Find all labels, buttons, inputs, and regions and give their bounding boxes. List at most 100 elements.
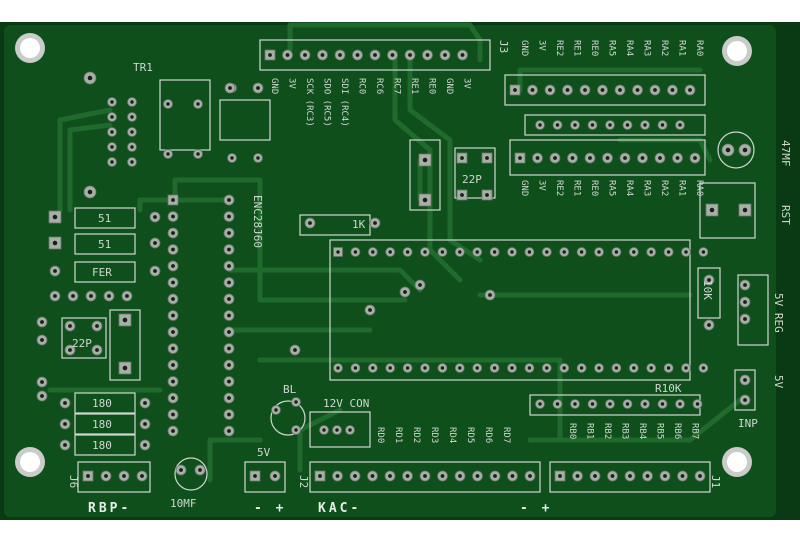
- drill-hole: [709, 207, 715, 213]
- drill-hole: [227, 231, 231, 235]
- pin-label: RB5: [655, 423, 665, 439]
- drill-hole: [171, 214, 175, 219]
- pin-label: RB0: [567, 423, 577, 439]
- drill-hole: [485, 193, 489, 197]
- drill-hole: [153, 215, 157, 219]
- drill-hole: [166, 102, 170, 106]
- drill-hole: [318, 474, 322, 478]
- pin-label: RC7: [392, 78, 402, 94]
- drill-hole: [649, 366, 653, 370]
- drill-hole: [742, 147, 748, 153]
- drill-hole: [701, 366, 706, 370]
- drill-hole: [52, 240, 58, 246]
- drill-hole: [89, 294, 93, 298]
- drill-hole: [610, 474, 615, 478]
- drill-hole: [558, 474, 562, 478]
- drill-hole: [166, 152, 170, 156]
- label-51-a: 51: [98, 212, 111, 225]
- drill-hole: [562, 366, 566, 370]
- drill-hole: [130, 100, 134, 104]
- drill-hole: [63, 401, 67, 405]
- drill-hole: [440, 474, 445, 478]
- drill-hole: [110, 115, 114, 119]
- drill-hole: [562, 250, 566, 254]
- pin-label: RB2: [602, 423, 612, 439]
- drill-hole: [274, 408, 278, 412]
- pin-label: RE1: [572, 40, 582, 56]
- drill-hole: [707, 278, 711, 282]
- pin-label: RA0: [694, 40, 704, 56]
- drill-hole: [370, 474, 375, 478]
- pin-label: RE1: [409, 78, 419, 94]
- label-22p-a: 22P: [462, 173, 482, 186]
- drill-hole: [153, 241, 157, 245]
- drill-hole: [545, 250, 549, 254]
- drill-hole: [625, 402, 630, 406]
- drill-hole: [443, 53, 447, 57]
- drill-hole: [130, 115, 134, 119]
- label-j6: J6: [67, 475, 80, 488]
- pin-label: SDO (RC5): [322, 78, 332, 127]
- drill-hole: [660, 123, 665, 127]
- drill-hole: [53, 294, 57, 298]
- drill-hole: [608, 123, 612, 127]
- drill-hole: [388, 250, 392, 254]
- pin-label: RA0: [694, 180, 704, 196]
- drill-hole: [458, 366, 462, 370]
- drill-hole: [475, 474, 480, 478]
- drill-hole: [353, 250, 358, 254]
- drill-hole: [538, 402, 542, 406]
- label-pm-a: - +: [254, 501, 286, 516]
- drill-hole: [405, 250, 410, 254]
- drill-hole: [171, 330, 175, 334]
- drill-hole: [583, 88, 587, 92]
- drill-hole: [52, 214, 58, 220]
- drill-hole: [555, 123, 560, 127]
- drill-hole: [355, 53, 360, 57]
- drill-hole: [87, 189, 93, 195]
- pin-label: SDI (RC4): [339, 78, 349, 127]
- drill-hole: [658, 156, 662, 160]
- label-10mf: 10MF: [170, 497, 197, 510]
- drill-hole: [743, 283, 747, 287]
- drill-hole: [608, 402, 612, 406]
- drill-hole: [388, 366, 392, 370]
- drill-hole: [588, 156, 592, 160]
- drill-hole: [388, 474, 392, 478]
- drill-hole: [227, 214, 231, 219]
- drill-hole: [460, 53, 465, 57]
- drill-hole: [475, 250, 479, 254]
- drill-hole: [579, 250, 584, 254]
- drill-hole: [597, 250, 601, 254]
- drill-hole: [110, 160, 114, 164]
- pin-label: RD1: [393, 427, 403, 443]
- drill-hole: [570, 156, 575, 160]
- drill-hole: [294, 400, 298, 404]
- silkscreen-outlines: [61, 39, 769, 493]
- drill-hole: [227, 264, 231, 268]
- drill-hole: [678, 402, 682, 406]
- drill-hole: [422, 197, 428, 203]
- drill-hole: [171, 297, 175, 301]
- drill-hole: [322, 428, 326, 432]
- drill-hole: [600, 88, 605, 92]
- drill-hole: [678, 123, 682, 127]
- drill-hole: [605, 156, 610, 160]
- pin-label: RA1: [677, 180, 687, 196]
- label-rst: RST: [779, 205, 792, 225]
- label-j1: J1: [709, 475, 722, 488]
- drill-hole: [573, 402, 577, 406]
- label-1k: 1K: [352, 218, 366, 231]
- pin-label: GND: [269, 78, 279, 94]
- pin-label: RE2: [554, 180, 564, 196]
- drill-hole: [548, 88, 552, 92]
- drill-hole: [294, 428, 298, 432]
- drill-hole: [698, 474, 702, 478]
- drill-hole: [171, 313, 175, 318]
- drill-hole: [693, 156, 697, 160]
- drill-hole: [488, 293, 492, 297]
- drill-hole: [743, 398, 747, 402]
- drill-hole: [425, 53, 430, 57]
- drill-hole: [171, 396, 175, 400]
- drill-hole: [660, 402, 665, 406]
